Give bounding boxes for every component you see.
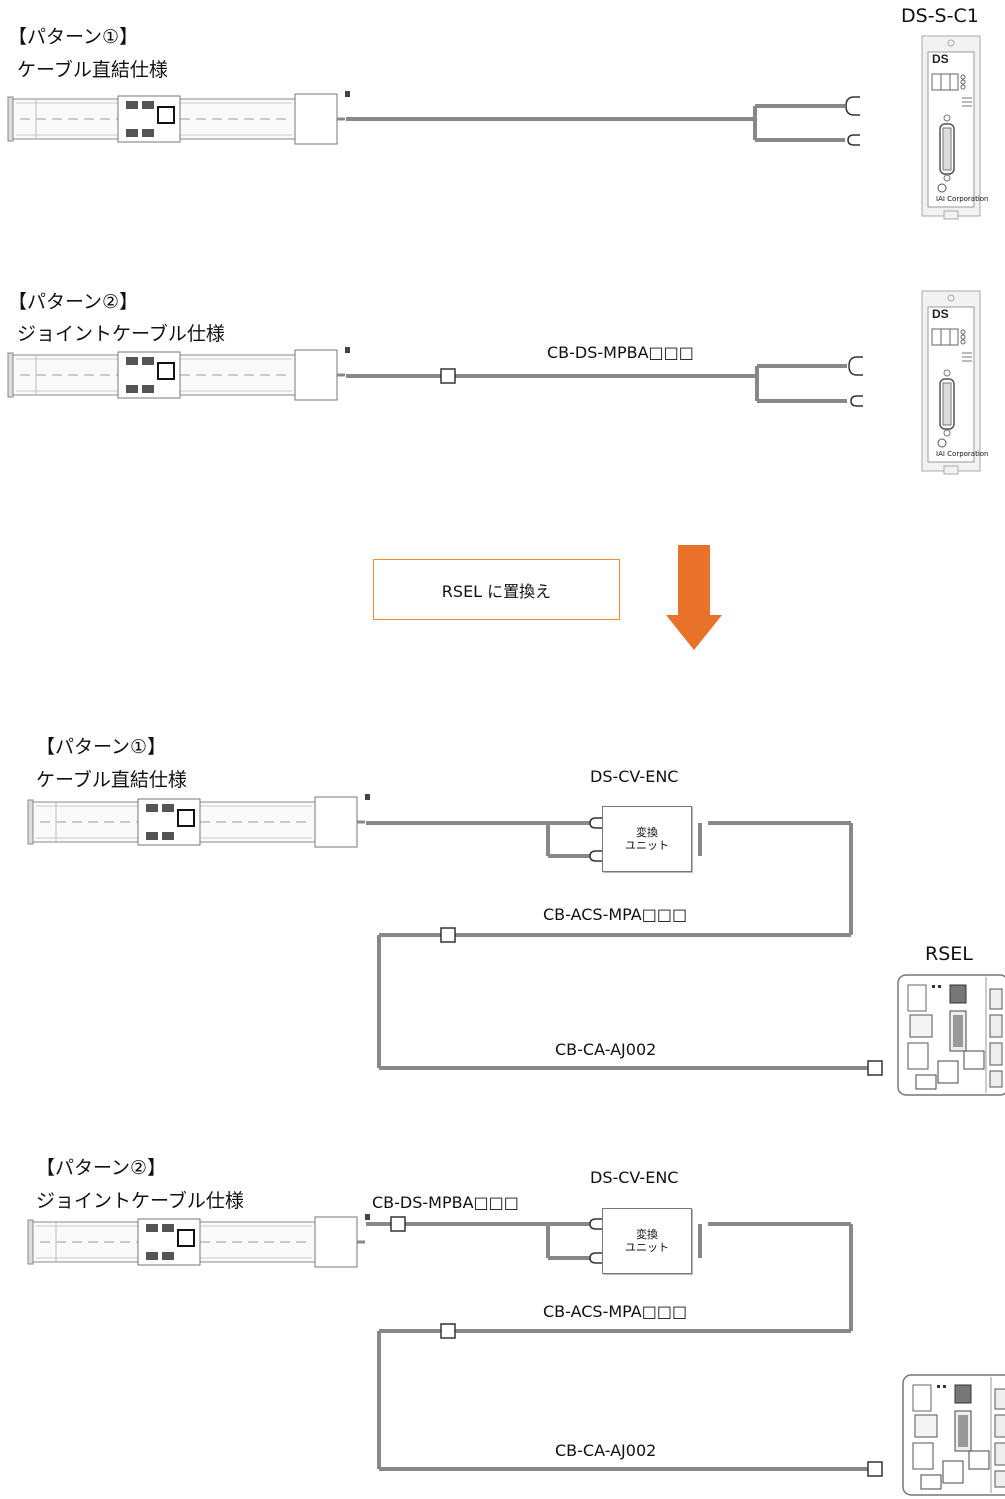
bottom-p2-actuator: [26, 1212, 372, 1269]
rsel-label: RSEL: [925, 943, 973, 965]
top-pattern2-subtitle: ジョイントケーブル仕様: [17, 323, 225, 345]
top-p1-connector-large: [845, 96, 861, 116]
bottom-p2-joint-connector-1: [390, 1216, 406, 1232]
bottom-pattern2-title: 【パターン②】: [36, 1157, 167, 1179]
down-arrow: [666, 545, 722, 650]
bottom-p1-unit-line2: ユニット: [625, 839, 669, 852]
bottom-p1-rsel-connector: [867, 1060, 883, 1076]
bottom-p1-actuator: [26, 792, 372, 849]
ds-panel-footer-top-2: IAI Corporation: [936, 450, 989, 458]
top-p1-cable: [346, 104, 845, 142]
bottom-p1-cable-mid-label: CB-ACS-MPA□□□: [543, 905, 688, 924]
ds-controller-label: DS-S-C1: [901, 5, 979, 27]
bottom-p1-unit-line1: 変換: [636, 826, 658, 839]
top-pattern1-title: 【パターン①】: [8, 26, 139, 48]
bottom-p2-unit-line1: 変換: [636, 1228, 658, 1241]
top-p2-connector-small: [850, 395, 864, 407]
top-pattern2-title: 【パターン②】: [8, 291, 139, 313]
bottom-p1-unit-model: DS-CV-ENC: [590, 767, 679, 786]
bottom-p2-cable: [366, 1222, 868, 1471]
bottom-p1-cable-low-label: CB-CA-AJ002: [555, 1040, 657, 1059]
bottom-p2-cable-mid-label: CB-ACS-MPA□□□: [543, 1302, 688, 1321]
rsel-controller-2: [902, 1374, 1005, 1496]
bottom-pattern2-subtitle: ジョイントケーブル仕様: [36, 1190, 244, 1212]
ds-logo-top-2: DS: [932, 307, 949, 321]
bottom-p2-joint-connector-2: [440, 1323, 456, 1339]
replace-label: RSEL に置換え: [441, 581, 552, 601]
top-p2-joint-connector: [440, 368, 456, 384]
top-p2-connector-large: [848, 356, 864, 376]
bottom-pattern1-title: 【パターン①】: [36, 736, 167, 758]
bottom-p2-cable-label: CB-DS-MPBA□□□: [372, 1193, 519, 1212]
bottom-p2-cable-low-label: CB-CA-AJ002: [555, 1441, 657, 1460]
bottom-p2-unit-plug-in-bottom: [589, 1252, 603, 1264]
bottom-p1-unit-plug-in-top: [589, 817, 603, 829]
top-p2-cable: [346, 364, 847, 403]
bottom-p2-unit-plug-in-top: [589, 1218, 603, 1230]
bottom-p1-joint-connector: [440, 927, 456, 943]
top-p1-actuator: [6, 89, 352, 146]
bottom-pattern1-subtitle: ケーブル直結仕様: [36, 769, 187, 791]
ds-controller-top-2: [921, 290, 981, 475]
rsel-controller-1: [897, 974, 1005, 1096]
bottom-p1-unit-plug-in-bottom: [589, 850, 603, 862]
top-p2-actuator: [6, 345, 352, 402]
top-p2-cable-label: CB-DS-MPBA□□□: [547, 343, 694, 362]
bottom-p2-conversion-unit: 変換 ユニット: [602, 1208, 692, 1274]
top-p1-connector-small: [847, 134, 861, 146]
ds-logo-top: DS: [932, 52, 949, 66]
bottom-p1-cable: [366, 821, 868, 1070]
bottom-p2-rsel-connector: [867, 1461, 883, 1477]
bottom-p1-conversion-unit: 変換 ユニット: [602, 806, 692, 872]
bottom-p2-unit-line2: ユニット: [625, 1241, 669, 1254]
replace-label-box: RSEL に置換え: [373, 559, 620, 620]
top-pattern1-subtitle: ケーブル直結仕様: [17, 59, 168, 81]
bottom-p2-unit-model: DS-CV-ENC: [590, 1168, 679, 1187]
ds-panel-footer-top: IAI Corporation: [936, 195, 989, 203]
ds-controller-top: [921, 35, 981, 220]
